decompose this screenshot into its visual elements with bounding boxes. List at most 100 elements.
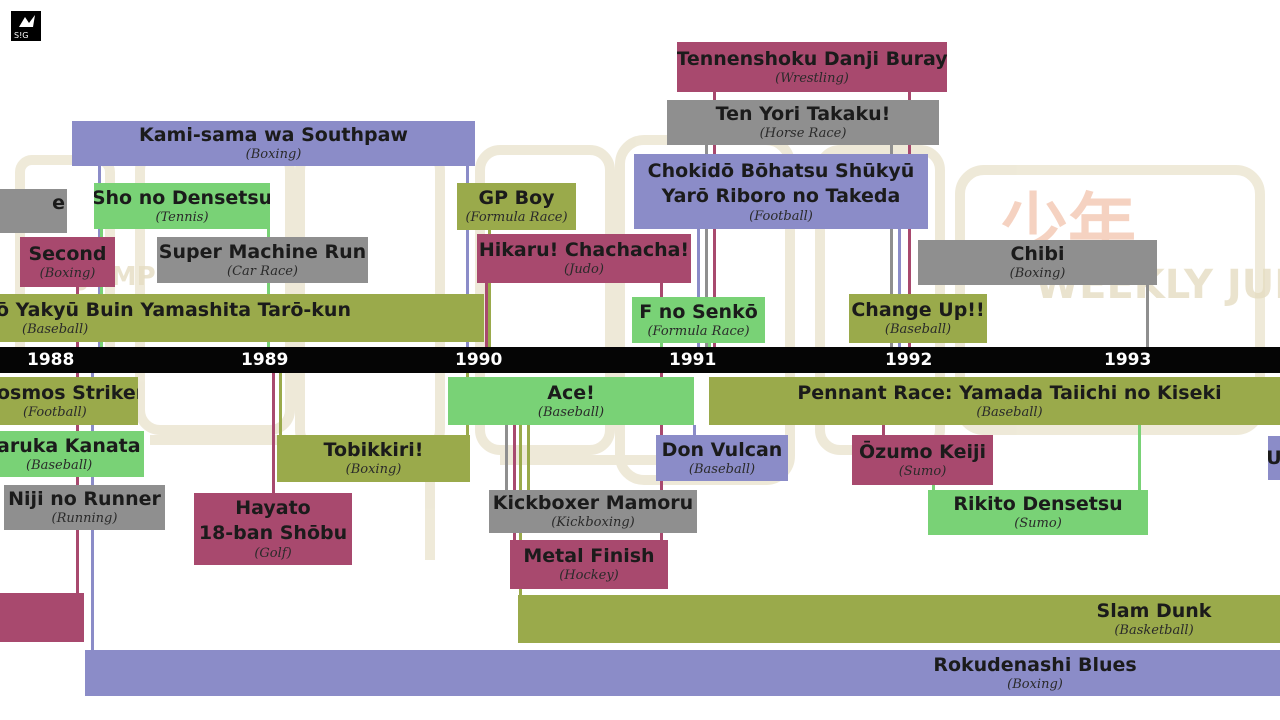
connector-line	[705, 145, 708, 347]
series-genre: (Formula Race)	[647, 323, 750, 339]
year-label: 1993	[1104, 350, 1152, 370]
connector-line	[693, 425, 696, 435]
series-title: Second	[28, 242, 107, 265]
series-chibi: Chibi (Boxing)	[918, 240, 1157, 285]
year-label: 1988	[27, 350, 75, 370]
series-f-no-senko: F no Senkō (Formula Race)	[632, 297, 765, 343]
series-hikaru-chachacha: Hikaru! Chachacha! (Judo)	[477, 234, 691, 283]
connector-line	[513, 425, 516, 540]
series-title: Slam Dunk	[1096, 599, 1212, 622]
series-title: Kickboxer Mamoru	[492, 492, 694, 514]
series-genre: (Football)	[23, 404, 87, 420]
connector-line	[505, 425, 508, 490]
channel-logo-text: S!G	[14, 31, 28, 40]
series-hayato-18-ban-shobu: Hayato 18-ban Shōbu (Golf)	[194, 493, 352, 565]
series-sho-no-densetsu: Sho no Densetsu (Tennis)	[94, 183, 270, 229]
series-second: Second (Boxing)	[20, 237, 115, 287]
year-axis: 1988 1989 1990 1991 1992 1993	[0, 347, 1280, 373]
series-chokido-bohatsu-shukyu: Chokidō Bōhatsu Shūkyū Yarō Riboro no Ta…	[634, 154, 928, 229]
series-title-line2: Yarō Riboro no Takeda	[661, 184, 901, 207]
series-haruka-kanata: aruka Kanata (Baseball)	[0, 431, 144, 477]
series-title: ō Yakyū Buin Yamashita Tarō-kun	[0, 298, 351, 321]
series-title: Tennenshoku Danji Buray	[677, 47, 947, 70]
series-ten-yori-takaku: Ten Yori Takaku! (Horse Race)	[667, 100, 939, 145]
series-genre: (Car Race)	[227, 263, 298, 279]
connector-line	[1138, 425, 1141, 490]
series-genre: (Wrestling)	[775, 70, 849, 86]
series-title: Ōzumo Keiji	[858, 440, 987, 463]
connector-line	[279, 373, 282, 435]
series-unlabeled-bar	[0, 593, 84, 642]
series-tennenshoku-danji-buray: Tennenshoku Danji Buray (Wrestling)	[677, 42, 947, 92]
connector-line	[267, 229, 270, 347]
connector-line	[272, 373, 275, 493]
series-pennant-race: Pennant Race: Yamada Taiichi no Kiseki (…	[709, 377, 1280, 425]
series-title: Hikaru! Chachacha!	[478, 239, 690, 261]
series-genre: (Hockey)	[559, 568, 619, 583]
series-genre: (Sumo)	[1014, 516, 1062, 531]
series-cosmos-striker: osmos Striker (Football)	[0, 377, 138, 425]
connector-line	[708, 343, 711, 347]
series-genre: (Boxing)	[245, 147, 302, 162]
year-label: 1990	[455, 350, 503, 370]
connector-line	[527, 425, 530, 490]
series-title: F no Senkō	[639, 300, 758, 323]
series-metal-finish: Metal Finish (Hockey)	[510, 540, 668, 589]
series-title: Rokudenashi Blues	[933, 653, 1137, 676]
connector-line	[1146, 285, 1149, 347]
series-title-line2: 18-ban Shōbu	[198, 522, 348, 544]
connector-line	[882, 425, 885, 435]
series-yakyu-buin-yamashita-taro-kun: ō Yakyū Buin Yamashita Tarō-kun (Basebal…	[0, 294, 484, 342]
series-title: Tobikkiri!	[323, 439, 424, 461]
series-genre: (Baseball)	[884, 322, 952, 337]
connector-line	[697, 229, 700, 347]
series-rokudenashi-blues: Rokudenashi Blues (Boxing)	[85, 650, 1280, 696]
series-genre: (Baseball)	[22, 321, 89, 337]
series-title: Ten Yori Takaku!	[715, 103, 891, 125]
connector-line	[488, 230, 491, 347]
series-slam-dunk: Slam Dunk (Basketball)	[518, 595, 1280, 643]
series-genre: (Horse Race)	[759, 126, 847, 141]
connector-line	[660, 343, 663, 347]
connector-line	[485, 283, 488, 347]
series-genre: (Baseball)	[976, 404, 1043, 420]
series-title: Super Machine Run	[158, 240, 367, 263]
series-title: aruka Kanata	[0, 434, 141, 457]
channel-logo-icon: S!G	[14, 15, 35, 40]
series-title: Kami-sama wa Southpaw	[139, 124, 408, 146]
series-title: Sho no Densetsu	[94, 186, 270, 209]
series-ozumo-keiji: Ōzumo Keiji (Sumo)	[852, 435, 993, 485]
series-title: Rikito Densetsu	[953, 493, 1123, 515]
series-title: Chibi	[1010, 243, 1065, 265]
series-title: e	[52, 192, 65, 214]
series-genre: (Judo)	[564, 262, 604, 277]
year-label: 1991	[669, 350, 717, 370]
series-genre: (Formula Race)	[465, 210, 568, 225]
series-title-line1: Chokidō Bōhatsu Shūkyū	[647, 159, 915, 182]
series-title: Pennant Race: Yamada Taiichi no Kiseki	[797, 381, 1222, 404]
series-change-up: Change Up!! (Baseball)	[849, 294, 987, 343]
year-label: 1992	[885, 350, 933, 370]
series-kickboxer-mamoru: Kickboxer Mamoru (Kickboxing)	[489, 490, 697, 533]
series-genre: (Kickboxing)	[551, 515, 635, 530]
series-genre: (Boxing)	[1009, 266, 1066, 281]
channel-logo: S!G	[11, 11, 41, 41]
series-super-machine-run: Super Machine Run (Car Race)	[157, 237, 368, 283]
series-gp-boy: GP Boy (Formula Race)	[457, 183, 576, 230]
connector-line	[76, 373, 79, 593]
series-don-vulcan: Don Vulcan (Baseball)	[656, 435, 788, 481]
series-title: Change Up!!	[851, 299, 985, 321]
connector-line	[898, 229, 901, 347]
series-title: Niji no Runner	[8, 488, 161, 510]
series-title: osmos Striker	[0, 381, 138, 404]
series-title: GP Boy	[478, 187, 555, 209]
series-rikito-densetsu: Rikito Densetsu (Sumo)	[928, 490, 1148, 535]
year-label: 1989	[241, 350, 289, 370]
series-genre: (Golf)	[254, 546, 292, 561]
series-title: Metal Finish	[523, 545, 655, 567]
series-genre: (Boxing)	[1007, 676, 1063, 692]
series-cut-off-right: U	[1268, 436, 1280, 480]
series-genre: (Boxing)	[39, 265, 96, 281]
series-tobikkiri: Tobikkiri! (Boxing)	[277, 435, 470, 482]
